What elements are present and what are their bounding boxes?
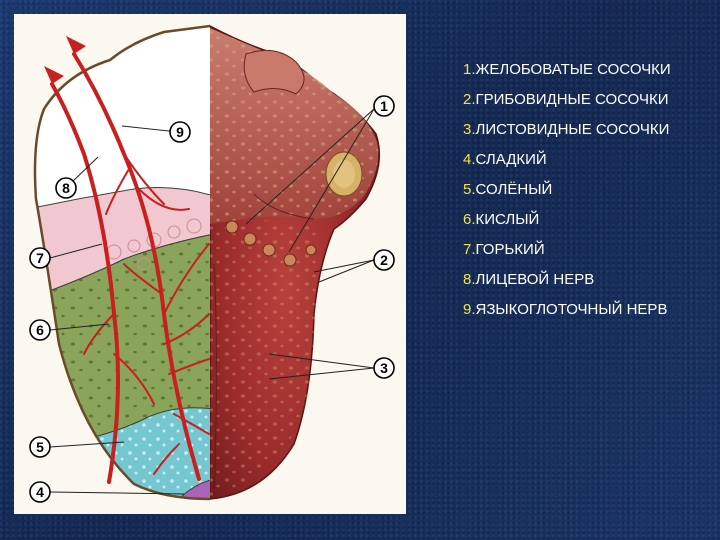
legend-num: 8. — [463, 271, 476, 288]
legend-text: ЛИСТОВИДНЫЕ СОСОЧКИ — [475, 121, 670, 138]
legend-item-6: 6.КИСЛЫЙ — [463, 210, 703, 229]
legend-text: ЖЕЛОБОВАТЫЕ СОСОЧКИ — [475, 61, 671, 78]
legend-text: КИСЛЫЙ — [475, 211, 540, 228]
svg-text:6: 6 — [36, 322, 44, 338]
tongue-figure-panel: 9 8 7 6 5 4 1 2 3 — [14, 14, 406, 514]
callouts: 9 8 7 6 5 4 1 2 3 — [29, 95, 395, 503]
legend-text: ЯЗЫКОГЛОТОЧНЫЙ НЕРВ — [475, 301, 668, 318]
legend-num: 7. — [463, 241, 476, 258]
callout-8: 8 — [55, 177, 77, 199]
callout-9: 9 — [169, 121, 191, 143]
legend: 1.ЖЕЛОБОВАТЫЕ СОСОЧКИ 2.ГРИБОВИДНЫЕ СОСО… — [463, 60, 703, 330]
legend-item-5: 5.СОЛЁНЫЙ — [463, 180, 703, 199]
legend-text: ГОРЬКИЙ — [475, 241, 545, 258]
legend-num: 9. — [463, 301, 476, 318]
svg-text:9: 9 — [176, 124, 184, 140]
legend-item-7: 7.ГОРЬКИЙ — [463, 240, 703, 259]
svg-text:7: 7 — [36, 250, 44, 266]
callout-1: 1 — [373, 95, 395, 117]
legend-item-3: 3.ЛИСТОВИДНЫЕ СОСОЧКИ — [463, 120, 703, 139]
legend-num: 3. — [463, 121, 476, 138]
svg-text:2: 2 — [380, 252, 388, 268]
legend-num: 6. — [463, 211, 476, 228]
sweet-zone — [174, 479, 210, 499]
bitter-zone — [35, 187, 210, 304]
nerve-9-arrow — [66, 36, 86, 54]
callout-3: 3 — [373, 357, 395, 379]
legend-num: 5. — [463, 181, 476, 198]
svg-text:4: 4 — [36, 484, 44, 500]
legend-text: ГРИБОВИДНЫЕ СОСОЧКИ — [475, 91, 669, 108]
callout-7: 7 — [29, 247, 51, 269]
callout-2: 2 — [373, 249, 395, 271]
legend-text: СЛАДКИЙ — [475, 151, 547, 168]
callout-6: 6 — [29, 319, 51, 341]
legend-num: 4. — [463, 151, 476, 168]
tongue-outline-left — [33, 24, 211, 501]
legend-num: 2. — [463, 91, 476, 108]
legend-text: ЛИЦЕВОЙ НЕРВ — [475, 271, 595, 288]
nerves — [50, 52, 210, 484]
tongue-diagram: 9 8 7 6 5 4 1 2 3 — [29, 24, 395, 503]
legend-item-8: 8.ЛИЦЕВОЙ НЕРВ — [463, 270, 703, 289]
callout-5: 5 — [29, 436, 51, 458]
callout-4: 4 — [29, 481, 51, 503]
legend-item-1: 1.ЖЕЛОБОВАТЫЕ СОСОЧКИ — [463, 60, 703, 79]
leader-lines — [49, 108, 375, 495]
legend-item-9: 9.ЯЗЫКОГЛОТОЧНЫЙ НЕРВ — [463, 300, 703, 319]
svg-text:5: 5 — [36, 439, 44, 455]
legend-item-2: 2.ГРИБОВИДНЫЕ СОСОЧКИ — [463, 90, 703, 109]
tongue-surface-right — [209, 24, 381, 500]
svg-text:8: 8 — [62, 180, 70, 196]
svg-text:1: 1 — [380, 98, 388, 114]
legend-item-4: 4.СЛАДКИЙ — [463, 150, 703, 169]
legend-num: 1. — [463, 61, 476, 78]
nerve-8-arrow — [44, 66, 64, 84]
legend-text: СОЛЁНЫЙ — [475, 181, 553, 198]
svg-text:3: 3 — [380, 360, 388, 376]
